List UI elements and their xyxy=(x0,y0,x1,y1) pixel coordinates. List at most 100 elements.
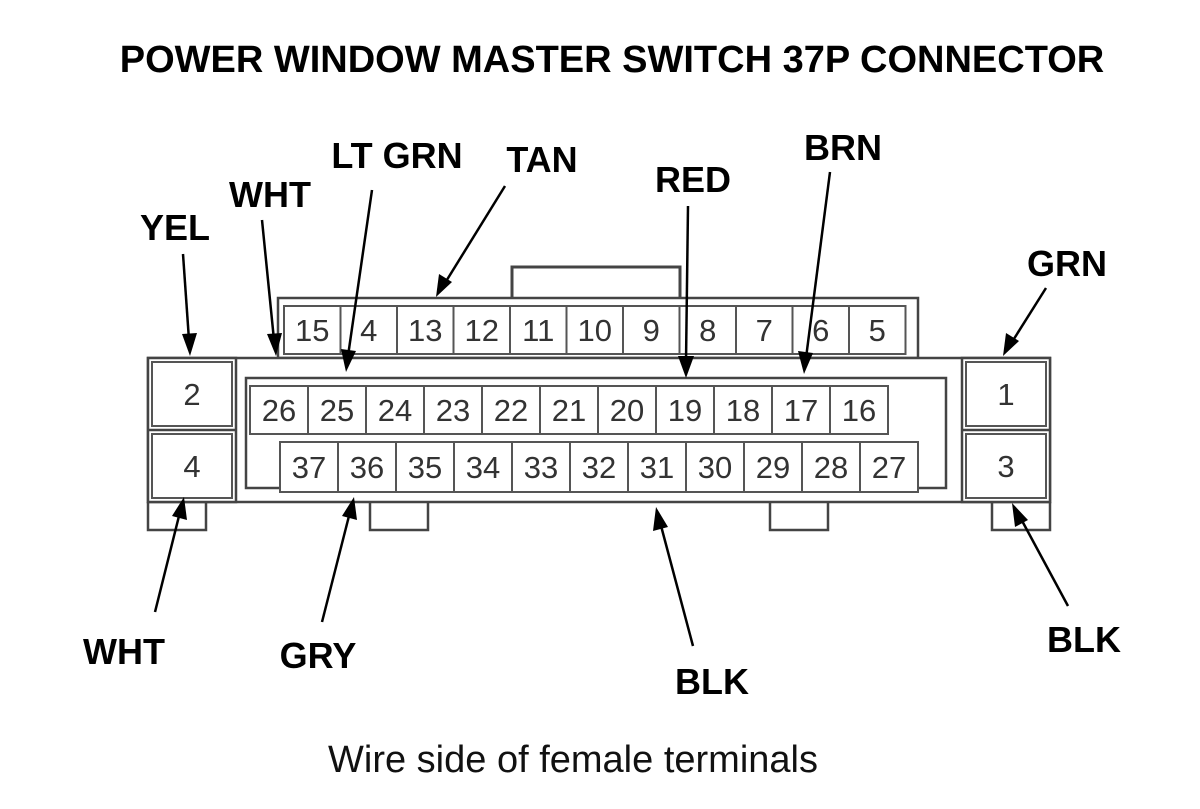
terminal-26: 26 xyxy=(249,385,309,435)
terminal-number: 33 xyxy=(524,450,558,485)
terminal-cell xyxy=(965,361,1047,427)
foot-2 xyxy=(368,502,430,532)
terminal-cell xyxy=(151,361,233,427)
terminal-number: 1 xyxy=(997,377,1014,412)
terminal-cell xyxy=(452,305,511,355)
terminal-number: 31 xyxy=(640,450,674,485)
terminal-cell xyxy=(735,305,794,355)
terminal-number: 18 xyxy=(726,393,760,428)
terminal-number: 5 xyxy=(869,313,886,348)
terminal-21: 21 xyxy=(539,385,599,435)
terminal-35: 35 xyxy=(395,441,455,493)
terminal-6: 6 xyxy=(791,305,850,355)
foot-3 xyxy=(768,502,830,532)
terminal-24: 24 xyxy=(365,385,425,435)
terminal-cell xyxy=(423,385,483,435)
terminal-25: 25 xyxy=(307,385,367,435)
arrow-wht-top xyxy=(260,219,282,356)
arrow-yel xyxy=(181,253,197,356)
arrow-blk-bottom xyxy=(653,507,695,647)
terminal-number: 24 xyxy=(378,393,412,428)
terminal-12: 12 xyxy=(452,305,511,355)
terminal-number: 20 xyxy=(610,393,644,428)
wire-labels: YEL WHT LT GRN TAN RED BRN GRN WHT GRY B… xyxy=(83,127,1121,702)
terminal-37: 37 xyxy=(279,441,339,493)
terminal-cell xyxy=(365,385,425,435)
terminal-3: 3 xyxy=(965,433,1047,499)
arrow-grn xyxy=(1003,287,1048,356)
terminal-36: 36 xyxy=(337,441,397,493)
terminal-number: 35 xyxy=(408,450,442,485)
latch-tab xyxy=(510,265,682,298)
terminal-11: 11 xyxy=(509,305,568,355)
terminal-34: 34 xyxy=(453,441,513,493)
wire-label-lt-grn: LT GRN xyxy=(331,135,462,176)
terminal-22: 22 xyxy=(481,385,541,435)
terminal-13: 13 xyxy=(396,305,455,355)
diagram-caption: Wire side of female terminals xyxy=(328,739,818,781)
arrow-tan xyxy=(436,185,507,297)
wire-label-blk-right: BLK xyxy=(1047,619,1121,660)
terminal-4: 4 xyxy=(151,433,233,499)
terminal-cell xyxy=(965,433,1047,499)
terminal-19: 19 xyxy=(655,385,715,435)
terminal-number: 4 xyxy=(360,313,377,348)
terminal-cell xyxy=(283,305,342,355)
terminal-number: 13 xyxy=(408,313,442,348)
terminal-cell xyxy=(859,441,919,493)
terminal-18: 18 xyxy=(713,385,773,435)
terminal-cell xyxy=(565,305,624,355)
terminal-27: 27 xyxy=(859,441,919,493)
terminal-29: 29 xyxy=(743,441,803,493)
wire-label-grn: GRN xyxy=(1027,243,1107,284)
terminal-cell xyxy=(622,305,681,355)
terminal-32: 32 xyxy=(569,441,629,493)
wire-label-tan: TAN xyxy=(506,139,577,180)
terminal-cell xyxy=(337,441,397,493)
wire-arrows xyxy=(153,171,1070,647)
wire-label-gry: GRY xyxy=(280,635,357,676)
terminal-cell xyxy=(509,305,568,355)
terminal-2: 2 xyxy=(151,361,233,427)
terminal-cell xyxy=(801,441,861,493)
terminal-number: 37 xyxy=(292,450,326,485)
terminal-number: 9 xyxy=(643,313,660,348)
arrow-red xyxy=(678,205,694,378)
terminal-31: 31 xyxy=(627,441,687,493)
terminal-10: 10 xyxy=(565,305,624,355)
terminal-cell xyxy=(307,385,367,435)
terminal-8: 8 xyxy=(678,305,737,355)
terminal-number: 19 xyxy=(668,393,702,428)
terminal-16: 16 xyxy=(829,385,889,435)
arrow-gry xyxy=(320,497,357,623)
terminal-number: 16 xyxy=(842,393,876,428)
diagram-title: POWER WINDOW MASTER SWITCH 37P CONNECTOR xyxy=(120,39,1105,81)
wire-label-wht-top: WHT xyxy=(229,174,311,215)
wire-label-red: RED xyxy=(655,159,731,200)
terminal-cell xyxy=(396,305,455,355)
terminal-number: 8 xyxy=(699,313,716,348)
arrow-lt-grn xyxy=(341,189,374,372)
terminal-20: 20 xyxy=(597,385,657,435)
terminal-cell xyxy=(151,433,233,499)
terminal-number: 29 xyxy=(756,450,790,485)
terminal-number: 7 xyxy=(756,313,773,348)
terminal-cell xyxy=(829,385,889,435)
wire-label-wht-bottom: WHT xyxy=(83,631,165,672)
arrow-brn xyxy=(798,171,832,374)
terminal-number: 27 xyxy=(872,450,906,485)
terminal-number: 10 xyxy=(578,313,612,348)
terminal-cell xyxy=(597,385,657,435)
wire-label-yel: YEL xyxy=(140,207,210,248)
terminal-9: 9 xyxy=(622,305,681,355)
terminal-cell xyxy=(848,305,907,355)
terminal-1: 1 xyxy=(965,361,1047,427)
wire-label-brn: BRN xyxy=(804,127,882,168)
terminal-number: 23 xyxy=(436,393,470,428)
terminal-number: 11 xyxy=(522,313,554,348)
foot-left xyxy=(146,502,208,532)
terminal-side-blocks: 24 1 3 xyxy=(151,361,1047,499)
